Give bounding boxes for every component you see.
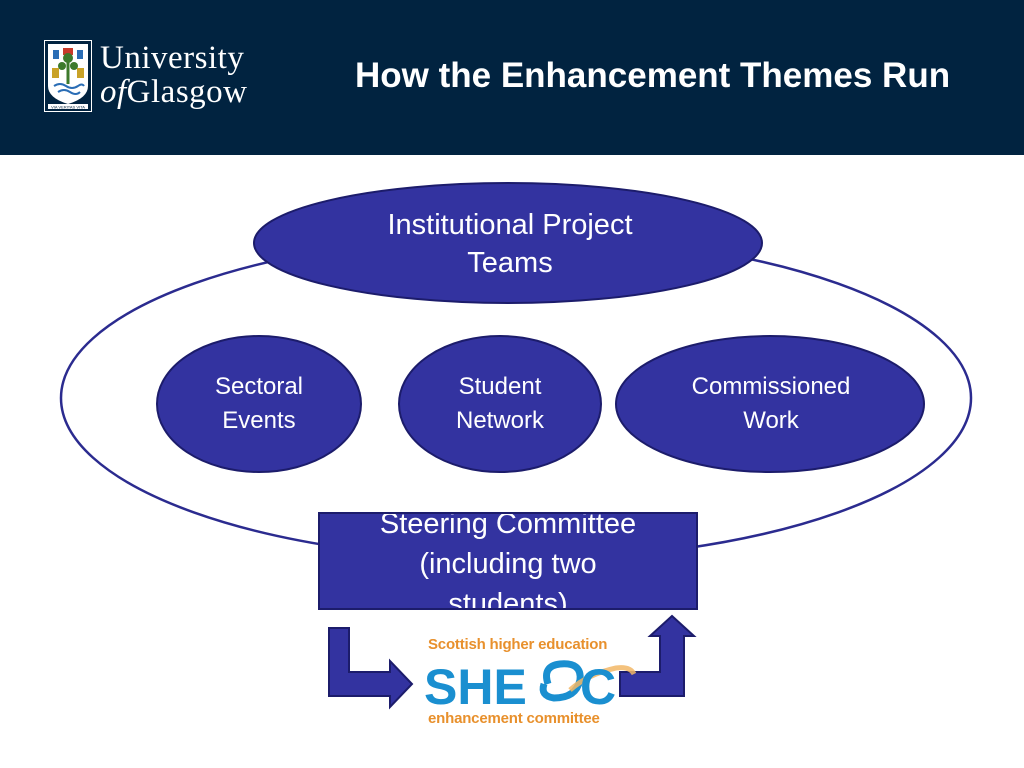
label-line: Network [455,407,545,434]
node-sectoral-events [156,335,362,473]
sheec-logo: Scottish higher education SHE C enhancem… [420,636,640,736]
sheec-swirl-icon [539,660,584,702]
label-line: (including two [419,548,597,580]
label-commissioned-work: Commissioned Work [626,352,916,456]
label-line: Commissioned [691,373,851,400]
label-sectoral-events: Sectoral Events [168,352,350,456]
node-student-network [398,335,602,473]
sheec-mark-left: SHE [424,659,527,712]
wordmark-glasgow: Glasgow [126,74,248,110]
label-line: Work [743,407,799,434]
university-logo: VIA VERITAS VITA University ofGlasgow [44,40,274,112]
arrow-right-icon [619,614,697,697]
wordmark-line1: University [100,40,245,76]
crest-icon: VIA VERITAS VITA [44,40,92,112]
university-wordmark: University ofGlasgow [100,40,276,112]
label-line: Steering Committee [379,512,637,540]
label-line: Sectoral [214,373,304,400]
node-commissioned-work [615,335,925,473]
label-line: Student [458,373,542,400]
label-line: Events [222,407,296,434]
node-institutional-project-teams [253,182,763,304]
sheec-mark-right: C [580,659,616,712]
sheec-tagline-top: Scottish higher education [428,636,608,653]
wordmark-line2: ofGlasgow [100,74,248,110]
label-institutional-project-teams: Institutional Project Teams [300,196,720,292]
sheec-swirl-orange-icon [568,665,637,692]
label-line: students) [448,588,568,610]
label-student-network: Student Network [408,352,592,456]
label-line: Institutional Project [387,209,633,241]
sheec-tagline-bottom: enhancement committee [428,710,600,727]
label-steering-committee: Steering Committee (including two studen… [320,512,696,610]
sheec-mark: SHE C [424,659,637,712]
wordmark-of: of [100,74,127,110]
node-steering-committee: Steering Committee (including two studen… [318,512,698,610]
slide-title: How the Enhancement Themes Run [355,56,951,95]
header-bar: VIA VERITAS VITA University ofGlasgow Ho… [0,0,1024,155]
arrow-left-icon [328,627,414,710]
svg-text:VIA VERITAS VITA: VIA VERITAS VITA [51,104,85,109]
label-line: Teams [467,247,553,279]
